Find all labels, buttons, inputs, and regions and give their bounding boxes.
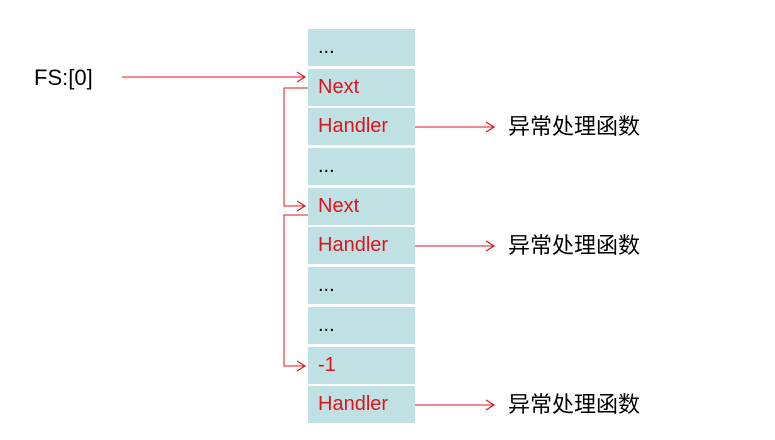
stack-cell-handler-3: Handler	[308, 386, 415, 424]
next-chain-arrowhead-2	[296, 360, 307, 372]
stack-cell-6: ...	[308, 267, 415, 305]
next-chain-arrowhead-1	[296, 200, 307, 212]
stack-cell-next-2: Next	[308, 187, 415, 225]
handler-arrowhead-1	[485, 121, 496, 133]
handler-arrowhead-2	[485, 240, 496, 252]
fs-zero-label: FS:[0]	[34, 65, 93, 90]
stack-cell-end-marker: -1	[308, 346, 415, 384]
stack-cell-3: ...	[308, 148, 415, 186]
handler-function-label-3: 异常处理函数	[508, 393, 641, 418]
stack-cell-7: ...	[308, 306, 415, 344]
next-chain-arrow-2	[283, 214, 308, 367]
stack-memory: ... Next Handler ... Next Handler ... ..…	[308, 29, 415, 424]
stack-cell-handler-1: Handler	[308, 108, 415, 146]
handler-function-label-2: 异常处理函数	[508, 234, 641, 259]
fs-to-next-arrowhead	[296, 71, 307, 83]
stack-cell-handler-2: Handler	[308, 227, 415, 265]
handler-arrowhead-3	[485, 399, 496, 411]
next-chain-arrow-1	[283, 87, 308, 207]
stack-cell-0: ...	[308, 29, 415, 66]
stack-cell-next-1: Next	[308, 68, 415, 106]
handler-function-label-1: 异常处理函数	[508, 115, 641, 140]
